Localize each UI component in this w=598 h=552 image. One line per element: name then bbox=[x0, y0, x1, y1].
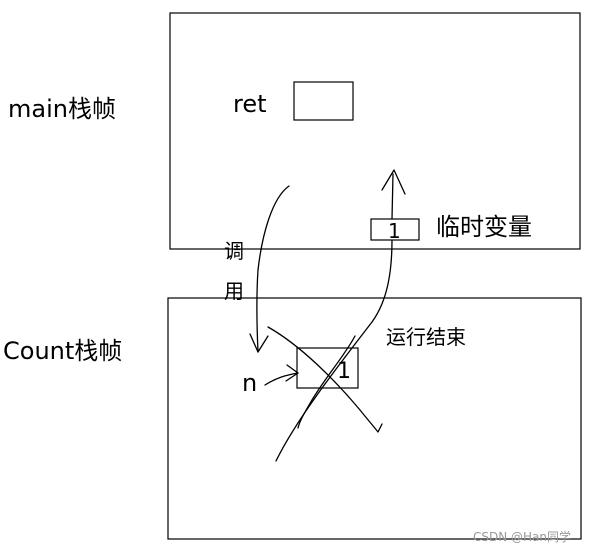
temp-variable-slot bbox=[370, 218, 420, 241]
return-arrow-head bbox=[381, 169, 406, 195]
call-arrow-head bbox=[249, 333, 269, 353]
return-arrow-line-upper bbox=[391, 173, 394, 220]
return-arrow-line bbox=[275, 239, 393, 462]
run-end-label: 运行结束 bbox=[386, 325, 466, 349]
n-pointer-arrow bbox=[264, 372, 299, 386]
cross-out-stroke-2 bbox=[297, 335, 356, 429]
temp-variable-value: 1 bbox=[388, 219, 401, 243]
call-label-char2: 用 bbox=[224, 279, 244, 303]
ret-slot bbox=[293, 81, 354, 121]
param-n-slot bbox=[296, 347, 359, 389]
param-n-value: 1 bbox=[337, 359, 351, 384]
main-frame-box bbox=[169, 12, 581, 250]
call-label-char1: 调 bbox=[224, 239, 244, 263]
cross-out-stroke-1 bbox=[267, 326, 383, 433]
n-pointer-arrow-head bbox=[285, 364, 299, 382]
call-arrow-line bbox=[256, 185, 290, 353]
param-n-label: n bbox=[242, 369, 257, 397]
count-frame-label: Count栈帧 bbox=[3, 337, 122, 365]
ret-label: ret bbox=[233, 90, 267, 118]
main-frame-label: main栈帧 bbox=[8, 95, 116, 123]
count-frame-box bbox=[167, 297, 582, 540]
watermark: CSDN @Han同学 bbox=[473, 529, 571, 544]
temp-variable-label: 临时变量 bbox=[436, 213, 532, 241]
